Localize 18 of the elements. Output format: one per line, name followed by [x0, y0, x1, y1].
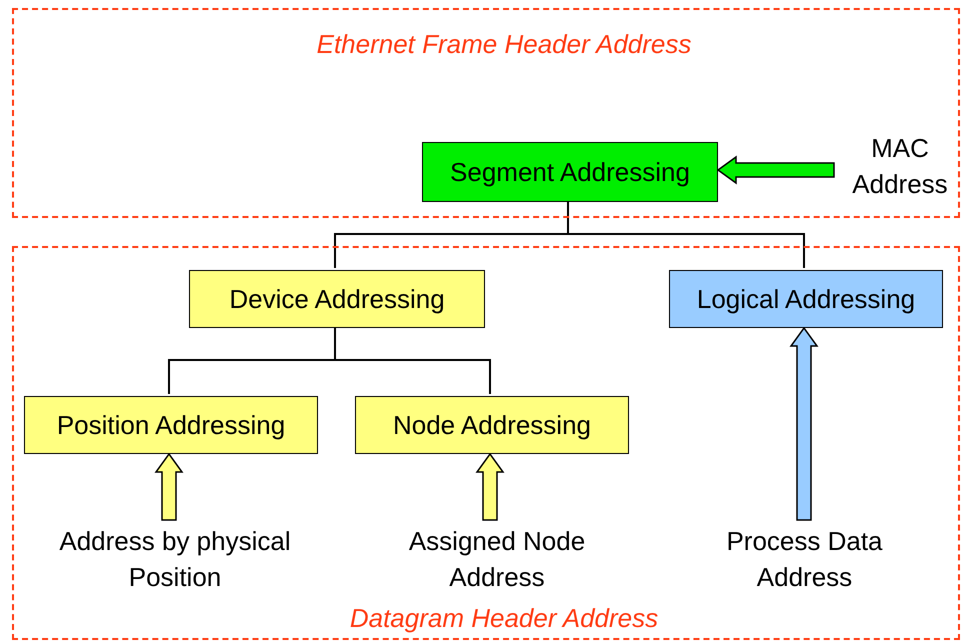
region-title: Ethernet Frame Header Address [316, 28, 692, 60]
process-box: Segment Addressing [422, 142, 718, 202]
block-arrow [476, 452, 504, 521]
dashed-region [12, 8, 960, 218]
process-box: Device Addressing [189, 270, 485, 328]
note-text: MAC Address [838, 132, 962, 200]
dashed-region [12, 246, 960, 640]
block-arrow [154, 452, 184, 521]
connector-line [567, 200, 805, 268]
note-text: Assigned Node Address [372, 524, 622, 594]
block-arrow [716, 156, 835, 184]
process-box: Logical Addressing [669, 270, 943, 328]
process-box: Position Addressing [24, 396, 318, 454]
block-arrow [790, 326, 818, 521]
note-text: Address by physical Position [40, 524, 310, 594]
note-text: Process Data Address [682, 524, 927, 594]
region-title: Datagram Header Address [348, 602, 660, 634]
process-box: Node Addressing [355, 396, 629, 454]
